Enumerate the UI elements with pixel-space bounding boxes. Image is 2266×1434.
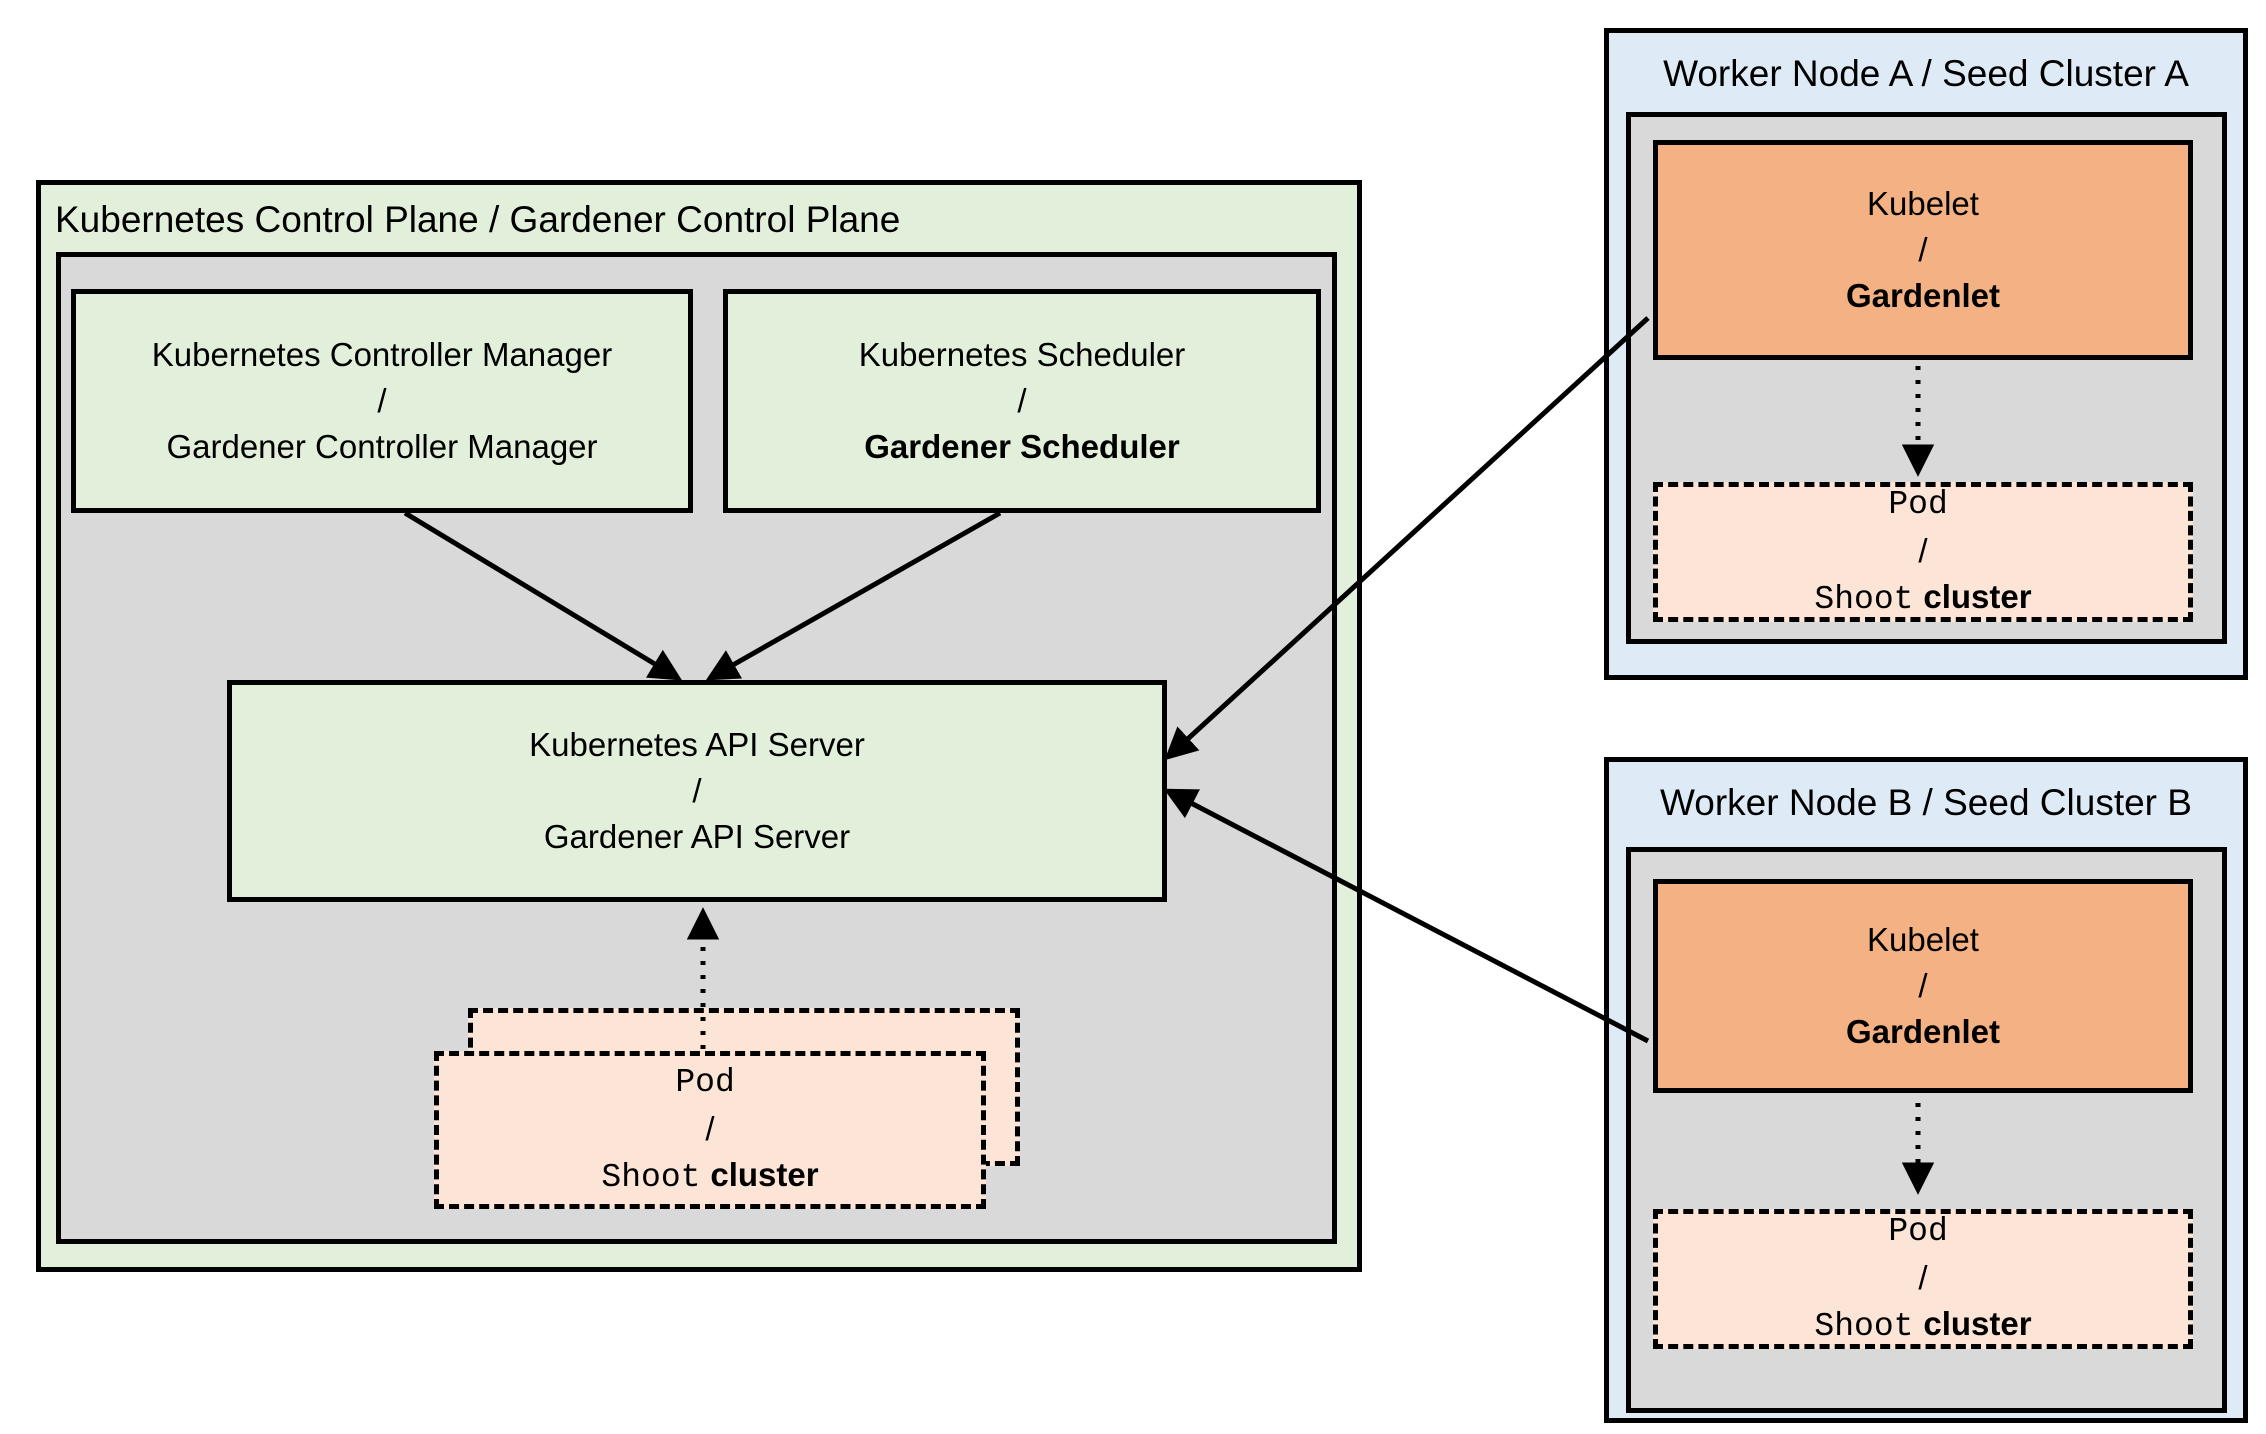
controller-manager-line1: Kubernetes Controller Manager: [151, 336, 613, 373]
kubelet-a-line2: Gardenlet: [1845, 277, 2001, 314]
worker-node-a-title: Worker Node A / Seed Cluster A: [1663, 53, 2189, 94]
scheduler-line2: Gardener Scheduler: [864, 428, 1180, 465]
api-server-box: Kubernetes API Server / Gardener API Ser…: [227, 680, 1167, 902]
control-plane-runtime-box: Kubernetes Controller Manager / Gardener…: [56, 252, 1337, 1244]
pod-separator: /: [705, 1109, 715, 1147]
pod-a-line1: Pod: [1888, 485, 1948, 523]
kubelet-a-line1: Kubelet: [1867, 185, 1979, 222]
controller-manager-box: Kubernetes Controller Manager / Gardener…: [71, 289, 693, 513]
kubelet-a-box: Kubelet / Gardenlet: [1653, 140, 2193, 360]
worker-node-b-box: Worker Node B / Seed Cluster B Kubelet /…: [1604, 757, 2248, 1423]
scheduler-box: Kubernetes Scheduler / Gardener Schedule…: [723, 289, 1321, 513]
pod-a-line2-shoot: Shoot: [1814, 580, 1914, 618]
control-plane-title: Kubernetes Control Plane / Gardener Cont…: [55, 199, 901, 240]
pod-b-line2-cluster: cluster: [1923, 1304, 2032, 1342]
pod-b-separator: /: [1918, 1258, 1928, 1296]
scheduler-separator: /: [1017, 382, 1027, 419]
kubelet-b-box: Kubelet / Gardenlet: [1653, 879, 2193, 1093]
kubelet-b-line1: Kubelet: [1867, 921, 1979, 958]
pod-b-line1: Pod: [1888, 1212, 1948, 1250]
kubelet-a-separator: /: [1918, 231, 1928, 268]
control-plane-box: Kubernetes Control Plane / Gardener Cont…: [36, 180, 1362, 1272]
controller-manager-separator: /: [377, 382, 387, 419]
pod-a-separator: /: [1918, 531, 1928, 569]
controller-manager-line2: Gardener Controller Manager: [166, 428, 598, 465]
pod-line2-shoot: Shoot: [601, 1158, 701, 1196]
api-server-separator: /: [692, 772, 702, 809]
worker-node-b-title: Worker Node B / Seed Cluster B: [1660, 782, 2192, 823]
pod-a-line2-cluster: cluster: [1923, 577, 2032, 615]
pod-line2-cluster: cluster: [710, 1155, 819, 1193]
kubelet-b-line2: Gardenlet: [1845, 1013, 2001, 1050]
pod-b-line2-shoot: Shoot: [1814, 1307, 1914, 1345]
api-server-line2: Gardener API Server: [543, 818, 851, 855]
worker-node-a-box: Worker Node A / Seed Cluster A Kubelet /…: [1604, 28, 2248, 680]
api-server-line1: Kubernetes API Server: [529, 726, 865, 763]
kubelet-b-separator: /: [1918, 967, 1928, 1004]
pod-line1: Pod: [675, 1063, 735, 1101]
scheduler-line1: Kubernetes Scheduler: [858, 336, 1186, 373]
